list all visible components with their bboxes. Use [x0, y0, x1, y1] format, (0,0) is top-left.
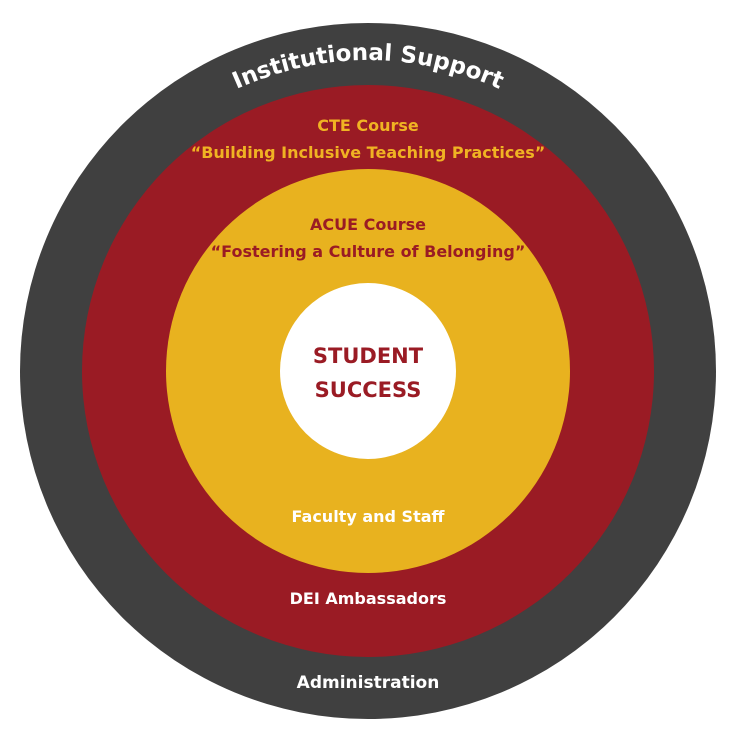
student-label: STUDENT — [313, 344, 424, 368]
faculty-and-staff-label: Faculty and Staff — [292, 507, 446, 526]
core-student-success — [280, 283, 456, 459]
success-label: SUCCESS — [315, 378, 422, 402]
cte-course-title: CTE Course — [317, 116, 419, 135]
dei-ambassadors-label: DEI Ambassadors — [290, 589, 447, 608]
acue-course-name: “Fostering a Culture of Belonging” — [211, 242, 526, 261]
administration-label: Administration — [297, 673, 440, 693]
acue-course-title: ACUE Course — [310, 215, 426, 234]
cte-course-name: “Building Inclusive Teaching Practices” — [191, 143, 546, 162]
